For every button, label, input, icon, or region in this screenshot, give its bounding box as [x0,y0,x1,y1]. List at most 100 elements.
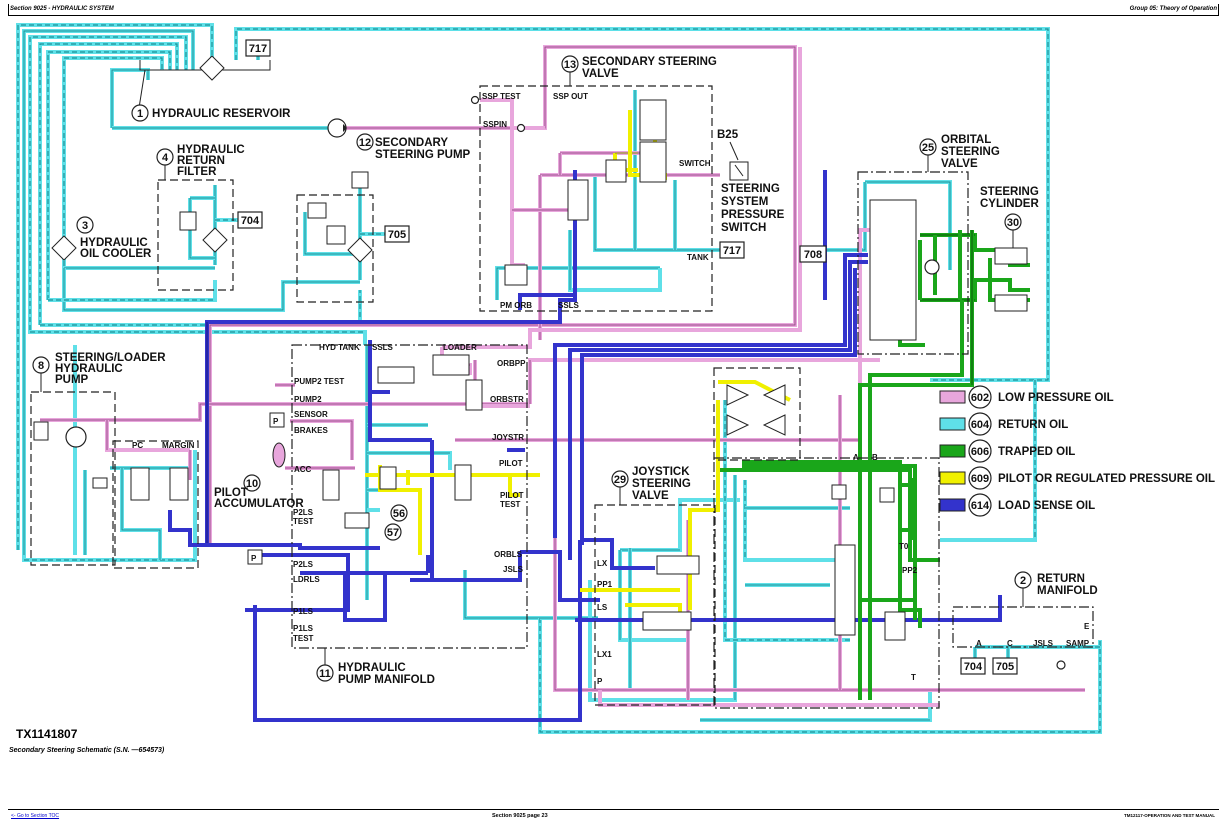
svg-text:HYDRAULIC: HYDRAULIC [177,144,245,156]
load-sense-lines [168,170,1002,722]
legend-swatch [939,444,966,458]
legend-swatch [939,498,966,512]
svg-text:12: 12 [359,137,371,149]
svg-text:P1LS: P1LS [293,624,314,633]
svg-text:ORBLS: ORBLS [494,550,523,559]
svg-text:PC: PC [132,441,143,450]
manual-title: TM12117-OPERATION AND TEST MANUAL [1123,813,1215,818]
svg-text:LS: LS [597,603,608,612]
svg-text:4: 4 [162,152,169,164]
svg-text:PM ORB: PM ORB [500,301,532,310]
callout-25: 25 ORBITAL STEERING VALVE 708 [799,134,1000,341]
legend-code: 602 [971,392,989,404]
svg-text:ORBSTR: ORBSTR [490,395,524,404]
svg-text:SYSTEM: SYSTEM [721,196,768,208]
svg-text:B25: B25 [717,129,739,141]
svg-text:705: 705 [996,661,1014,673]
ref-box-704 [237,211,263,229]
svg-text:705: 705 [388,229,406,241]
ref-box-704b [960,657,986,675]
svg-text:11: 11 [319,668,331,680]
svg-text:SSPIN: SSPIN [483,120,507,129]
legend-code: 614 [971,500,990,512]
sample-port-icon [1056,660,1066,670]
svg-text:VALVE: VALVE [941,158,978,170]
legend-label: LOAD SENSE OIL [998,500,1095,512]
legend-label: TRAPPED OIL [998,446,1075,458]
svg-text:B: B [872,453,878,462]
svg-text:LX1: LX1 [597,650,612,659]
pressure-sensor-icon [247,549,263,565]
svg-text:JSLS: JSLS [503,565,524,574]
svg-text:57: 57 [387,527,399,539]
svg-text:HYDRAULIC: HYDRAULIC [338,662,406,674]
svg-text:RETURN: RETURN [1037,573,1085,585]
svg-text:PILOT: PILOT [499,459,523,468]
svg-text:P: P [273,417,279,426]
svg-text:P: P [251,554,257,563]
svg-text:STEERING: STEERING [721,183,780,195]
orbital-valve-body [869,199,917,341]
svg-text:JSLS: JSLS [1033,639,1054,648]
svg-text:TEST: TEST [293,634,314,643]
svg-text:3: 3 [82,220,88,232]
svg-text:LDRLS: LDRLS [293,575,320,584]
svg-text:ORBPP: ORBPP [497,359,526,368]
header-divider [8,15,1219,16]
svg-text:STEERING/LOADER: STEERING/LOADER [55,352,166,364]
variable-pump-icon [65,426,87,448]
svg-text:704: 704 [241,215,260,227]
svg-text:SSLS: SSLS [372,343,394,352]
pressure-sensor-icon [269,412,285,428]
legend-item: 614 LOAD SENSE OIL [939,493,1095,517]
ref-box-708 [799,245,827,263]
svg-text:LOADER: LOADER [443,343,477,352]
callout-30: STEERING CYLINDER 30 [980,186,1039,312]
svg-text:13: 13 [564,59,576,71]
callout-29: 29 JOYSTICK STEERING VALVE LX PP1 LS LX1… [597,384,918,686]
svg-text:OIL COOLER: OIL COOLER [80,248,152,260]
svg-text:SSP OUT: SSP OUT [553,92,588,101]
legend-code-circle [968,412,992,436]
svg-text:RETURN: RETURN [177,155,225,167]
legend-code: 604 [971,419,990,431]
svg-text:SSP TEST: SSP TEST [482,92,521,101]
group-title: Group 05: Theory of Operation [1129,6,1217,12]
legend-label: PILOT OR REGULATED PRESSURE OIL [998,473,1215,485]
svg-text:30: 30 [1007,217,1019,229]
svg-text:E: E [1084,622,1090,631]
callout-11: 11 HYDRAULIC PUMP MANIFOLD [316,648,435,686]
steering-cylinder-icon [994,294,1028,312]
svg-text:PP2: PP2 [902,566,918,575]
svg-text:VALVE: VALVE [582,68,619,80]
callout-2: 2 RETURN MANIFOLD A C JSLS SAMP E 704 70… [960,571,1098,675]
svg-text:P: P [597,677,603,686]
svg-text:PILOT: PILOT [214,487,248,499]
ref-box-705 [384,225,410,243]
svg-text:HYD TANK: HYD TANK [319,343,360,352]
svg-text:T: T [911,673,916,682]
svg-text:CYLINDER: CYLINDER [980,198,1039,210]
svg-text:HYDRAULIC: HYDRAULIC [55,363,123,375]
svg-text:SECONDARY: SECONDARY [375,137,448,149]
go-to-section-toc-link[interactable]: <- Go to Section TOC [11,813,60,819]
pressure-switch-icon [351,171,369,189]
svg-text:PILOT: PILOT [500,491,524,500]
svg-text:TEST: TEST [500,500,521,509]
svg-text:PUMP MANIFOLD: PUMP MANIFOLD [338,674,435,686]
svg-text:ORBITAL: ORBITAL [941,134,991,146]
gerotor-icon [924,259,940,275]
accumulator-icon [272,442,286,468]
svg-text:A: A [976,639,982,648]
callout-3: 3 HYDRAULIC OIL COOLER [51,216,152,261]
legend-code-circle [968,493,992,517]
figure-id: TX1141807 [16,727,78,741]
svg-text:717: 717 [723,245,741,257]
legend-label: LOW PRESSURE OIL [998,392,1114,404]
legend-swatch [939,390,966,404]
svg-text:ACCUMULATOR: ACCUMULATOR [214,498,304,510]
page-number: Section 9025 page 23 [492,813,548,819]
svg-text:P1LS: P1LS [293,607,314,616]
